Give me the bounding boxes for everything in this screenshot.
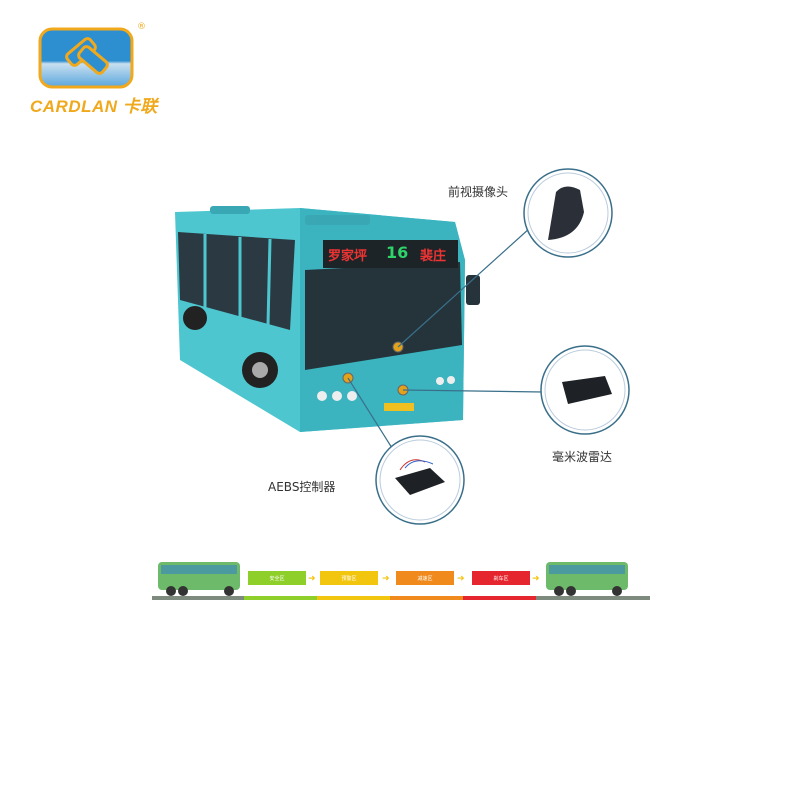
zone-bar-decelerate — [390, 596, 463, 600]
radar-connector — [402, 389, 544, 393]
bus-right-icon — [546, 562, 628, 596]
arrow-icon: ➜ — [308, 574, 316, 584]
bus-left-icon — [158, 562, 240, 596]
zone-bar-brake — [463, 596, 536, 600]
bus-illustration — [175, 206, 480, 432]
sign-destination: 裴庄 — [420, 249, 447, 264]
sign-origin: 罗家坪 — [328, 249, 368, 264]
controller-label: AEBS控制器 — [268, 480, 336, 494]
zone-safe: 安全区 — [248, 571, 306, 585]
radar-label: 毫米波雷达 — [552, 450, 613, 464]
bus-diagram — [175, 168, 630, 525]
camera-connector — [397, 227, 531, 348]
arrow-icon: ➜ — [382, 574, 390, 584]
camera-label: 前视摄像头 — [448, 185, 509, 199]
logo-text: CARDLAN 卡联 — [30, 97, 158, 116]
arrow-icon: ➜ — [532, 574, 540, 584]
cardlan-logo — [38, 27, 134, 89]
controller-connector — [347, 377, 393, 449]
zone-decelerate: 减速区 — [396, 571, 454, 585]
controller-icon — [375, 435, 465, 525]
zone-brake: 刹车区 — [472, 571, 530, 585]
registered-mark: ® — [137, 22, 146, 32]
sign-route: 16 — [386, 243, 409, 262]
radar-icon — [540, 345, 630, 435]
arrow-icon: ➜ — [457, 574, 465, 584]
zone-warning: 预警区 — [320, 571, 378, 585]
zone-bar-safe — [244, 596, 317, 600]
camera-icon — [523, 168, 613, 258]
zone-bar-warning — [317, 596, 390, 600]
